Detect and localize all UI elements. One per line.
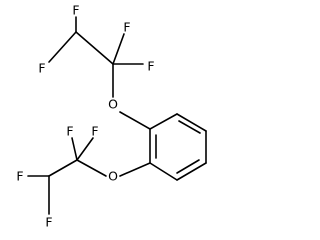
bond-c3-f5 [71,137,78,161]
atom-o2: O [108,169,118,184]
bond-c1-f2 [48,31,77,63]
bond-ring-double-2 [176,159,200,174]
bond-ring-4 [176,162,207,181]
bond-ring-o2 [119,162,151,177]
structure-diagram: F F F F O O F F F F [16,3,207,230]
bond-o1-ring [119,111,151,130]
bond-o2-c3 [76,159,107,177]
atom-f7: F [16,169,23,184]
atom-f2: F [38,61,45,76]
bond-c3-f6 [76,137,94,161]
atom-f6: F [91,124,98,139]
atom-f5: F [66,124,73,139]
bond-c1-c2 [75,31,114,65]
atom-f4: F [147,59,154,74]
bond-c2-f3 [112,33,125,65]
atom-labels: F F F F O O F F F F [16,3,154,230]
bond-c3-c4 [48,159,78,177]
atom-f1: F [72,3,79,18]
bond-ring-double-1 [178,120,201,134]
bond-ring-1 [149,113,178,130]
bonds [27,16,207,215]
atom-f8: F [45,215,52,230]
atom-o1: O [108,97,118,112]
atom-f3: F [123,20,130,35]
bond-ring-2 [176,113,207,132]
bond-ring-5 [149,162,178,181]
